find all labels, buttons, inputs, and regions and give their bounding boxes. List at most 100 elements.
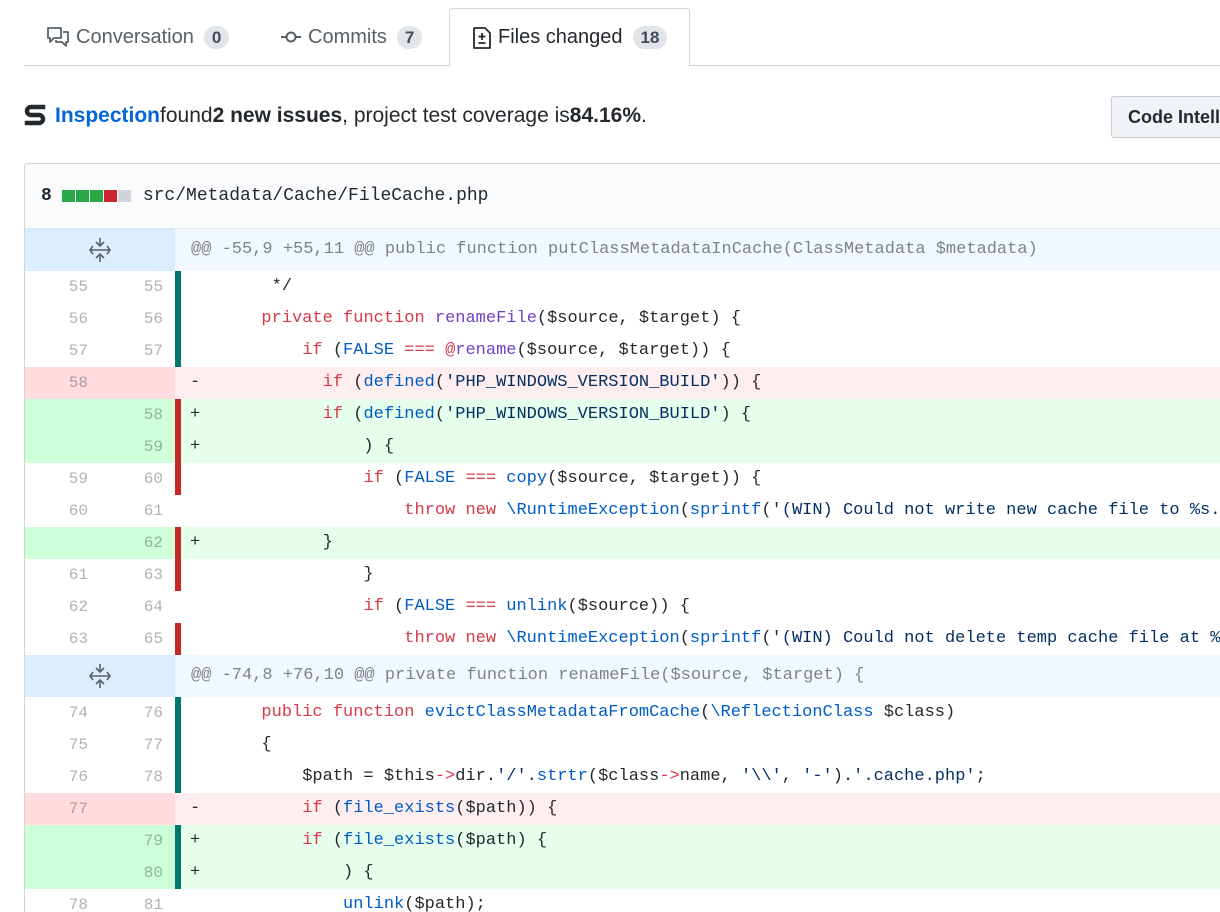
diff-line-added: 59+ ) { [25,431,1220,463]
new-line-number[interactable]: 59 [100,431,175,463]
file-path[interactable]: src/Metadata/Cache/FileCache.php [142,186,489,206]
new-line-number[interactable]: 78 [143,768,163,786]
old-line-number[interactable]: 57 [68,342,88,360]
code-line: + ) { [190,863,374,882]
coverage-marker [175,303,181,335]
coverage-marker [175,399,181,431]
old-line-number[interactable]: 77 [25,793,100,825]
old-line-number[interactable]: 59 [68,470,88,488]
diff-line: 57 57 if (FALSE === @rename($source, $tar… [25,335,1220,367]
code-line: throw new \RuntimeException(sprintf('(WI… [404,629,1220,648]
expand-icon[interactable] [25,655,175,697]
file-change-count: 8 [41,186,52,206]
diff-line: 78 81 unlink($path); [25,889,1220,912]
diff-line-removed: 77 - if (file_exists($path)) { [25,793,1220,825]
diff-line-added: 80 + ) { [25,857,1220,889]
tab-count: 7 [396,25,423,49]
diff-line-added: 79+ if (file_exists($path) { [25,825,1220,857]
old-line-number[interactable]: 61 [68,566,88,584]
new-line-number[interactable]: 61 [143,502,163,520]
new-line-number[interactable]: 55 [143,278,163,296]
old-line-number[interactable]: 76 [68,768,88,786]
diff-line: 56 56 private function renameFile($source… [25,303,1220,335]
diffstat-block-add [89,190,103,202]
git-commit-icon [280,26,302,48]
pr-tab-bar: Conversation 0 Commits 7 Files changed 1… [24,0,1220,67]
tab-conversation[interactable]: Conversation 0 [24,8,251,66]
code-line: - if (defined('PHP_WINDOWS_VERSION_BUILD… [190,373,762,392]
new-line-number[interactable]: 63 [143,566,163,584]
tab-commits[interactable]: Commits 7 [258,8,444,66]
new-line-number[interactable]: 62 [100,527,175,559]
hunk-header-text: @@ -55,9 +55,11 @@ public function putCl… [191,240,1038,259]
new-line-number[interactable]: 77 [143,736,163,754]
inspection-link[interactable]: Inspection [55,104,161,127]
new-line-number[interactable]: 76 [143,704,163,722]
old-line-number[interactable] [25,825,100,857]
coverage-marker [175,623,181,655]
tab-label: Commits [308,25,387,48]
code-line: unlink($path); [343,895,486,912]
old-line-number[interactable]: 60 [68,502,88,520]
code-line: $path = $this->dir.'/'.strtr($class->nam… [190,767,986,786]
hunk-header-text: @@ -74,8 +76,10 @@ private function rena… [191,666,865,685]
diff-line: 76 78 $path = $this->dir.'/'.strtr($class… [25,761,1220,793]
code-line: throw new \RuntimeException(sprintf('(WI… [404,501,1220,520]
tab-count: 0 [203,25,230,49]
old-line-number[interactable] [25,399,100,431]
diff-line: 63 65 throw new \RuntimeException(sprintf… [25,623,1220,655]
code-line: if (FALSE === unlink($source)) { [363,597,690,616]
diffstat-block-add [61,190,75,202]
old-line-number[interactable]: 55 [68,278,88,296]
scrutinizer-logo-icon [24,103,46,129]
old-line-number[interactable]: 56 [68,310,88,328]
tab-files-changed[interactable]: Files changed 18 [449,8,691,67]
old-line-number[interactable]: 58 [25,367,100,399]
coverage-marker [175,271,181,303]
old-line-number[interactable]: 78 [68,896,88,912]
new-line-number[interactable]: 57 [143,342,163,360]
new-line-number[interactable]: 58 [100,399,175,431]
coverage-marker [175,335,181,367]
diffstat-block-add [75,190,89,202]
inspection-text: , project test coverage is [342,104,570,127]
old-line-number[interactable] [25,527,100,559]
new-line-number[interactable]: 56 [143,310,163,328]
old-line-number[interactable] [25,857,100,889]
coverage-marker [175,697,181,729]
expand-icon[interactable] [25,229,175,271]
new-line-number[interactable]: 65 [143,630,163,648]
code-line: { [190,735,272,754]
coverage-marker [175,729,181,761]
code-intelligence-button[interactable]: Code Intelligence [1111,96,1220,138]
old-line-number[interactable] [25,431,100,463]
new-line-number[interactable]: 60 [143,470,163,488]
new-line-number[interactable] [100,367,175,399]
tab-label: Conversation [76,25,194,48]
file-diff: 8 src/Metadata/Cache/FileCache.php @@ -5… [24,163,1220,912]
new-line-number[interactable]: 79 [100,825,175,857]
file-header: 8 src/Metadata/Cache/FileCache.php [25,164,1220,229]
old-line-number[interactable]: 62 [68,598,88,616]
old-line-number[interactable]: 63 [68,630,88,648]
code-line: private function renameFile($source, $ta… [261,309,741,328]
coverage-value: 84.16% [569,104,641,127]
hunk-header: @@ -55,9 +55,11 @@ public function putCl… [25,229,1220,271]
inspection-text: found [160,104,213,127]
old-line-number[interactable]: 74 [68,704,88,722]
code-line: if (FALSE === @rename($source, $target))… [302,341,731,360]
new-issues-count: 2 new issues [212,104,343,127]
code-line: - if (file_exists($path)) { [190,799,558,818]
coverage-marker [175,431,181,463]
coverage-marker [175,527,181,559]
old-line-number[interactable]: 75 [68,736,88,754]
code-line: } [190,565,374,584]
new-line-number[interactable]: 81 [143,896,163,912]
new-line-number[interactable] [100,793,175,825]
new-line-number[interactable]: 64 [143,598,163,616]
code-line: */ [190,277,293,296]
diffstat-block-neutral [117,190,131,202]
diff-line: 60 61 throw new \RuntimeException(sprintf… [25,495,1220,527]
coverage-marker [175,825,181,857]
new-line-number[interactable]: 80 [100,857,175,889]
